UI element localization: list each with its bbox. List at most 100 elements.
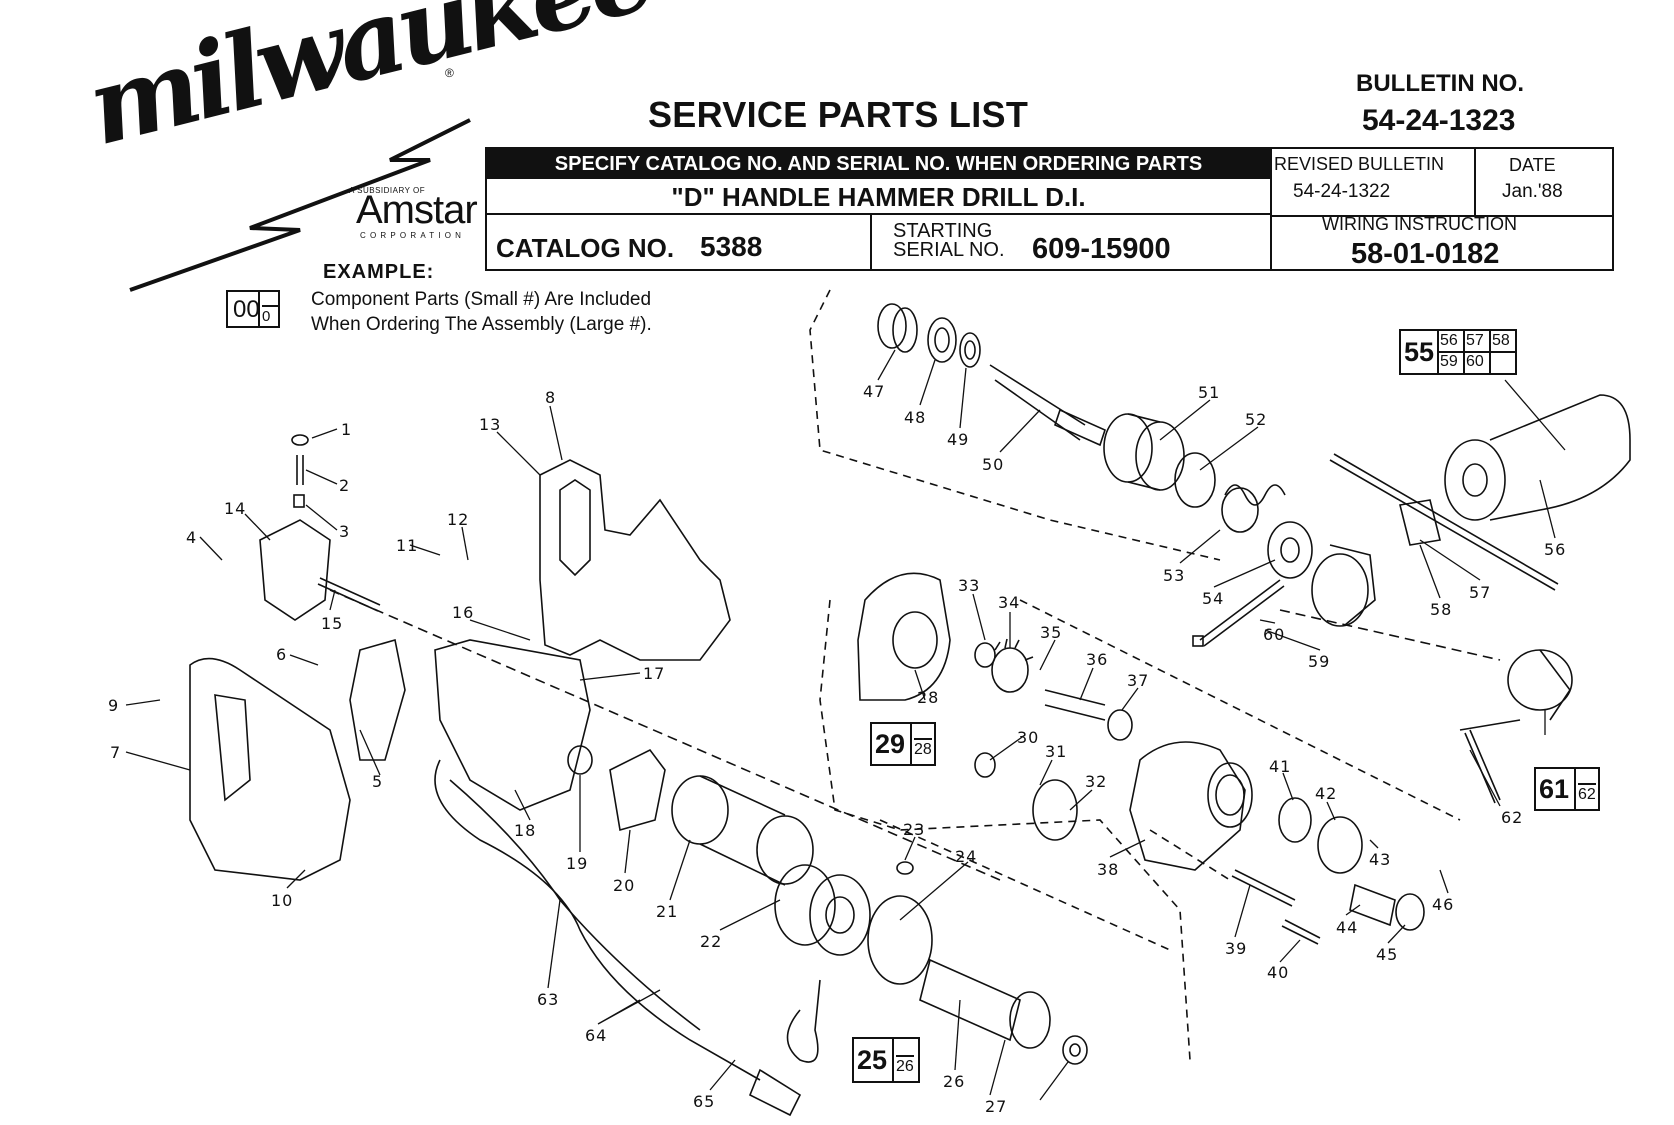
part-number: 64 bbox=[585, 1026, 608, 1045]
assembly-big-number: 61 bbox=[1539, 774, 1570, 804]
part-number: 37 bbox=[1127, 671, 1150, 690]
header-grid bbox=[485, 147, 1614, 271]
subsidiary-text: A SUBSIDIARY OF bbox=[349, 186, 426, 195]
part-number: 30 bbox=[1017, 728, 1040, 747]
part-number: 40 bbox=[1267, 963, 1290, 982]
part-number: 7 bbox=[110, 743, 122, 762]
catalog-label: CATALOG NO. bbox=[496, 233, 675, 263]
part-number: 19 bbox=[566, 854, 589, 873]
part-number: 14 bbox=[224, 499, 247, 518]
starting-label-line2: SERIAL NO. bbox=[893, 239, 1005, 261]
part-number: 5 bbox=[372, 772, 384, 791]
part-number: 1 bbox=[341, 420, 353, 439]
assembly-small-number: 57 bbox=[1466, 332, 1484, 349]
part-number: 22 bbox=[700, 932, 723, 951]
part-number: 9 bbox=[108, 696, 120, 715]
part-number: 43 bbox=[1369, 850, 1392, 869]
specify-notice: SPECIFY CATALOG NO. AND SERIAL NO. WHEN … bbox=[487, 149, 1270, 179]
part-number: 6 bbox=[276, 645, 288, 664]
assembly-small-number: 59 bbox=[1440, 353, 1458, 370]
example-small-number: 0 bbox=[262, 308, 271, 325]
part-number: 44 bbox=[1336, 918, 1359, 937]
part-number: 15 bbox=[321, 614, 344, 633]
assembly-box-61: 61 62 bbox=[1534, 767, 1600, 811]
part-number: 49 bbox=[947, 430, 970, 449]
part-number: 63 bbox=[537, 990, 560, 1009]
date-label: DATE bbox=[1509, 155, 1556, 175]
part-number: 54 bbox=[1202, 589, 1225, 608]
example-box bbox=[226, 290, 280, 328]
page-title: SERVICE PARTS LIST bbox=[648, 94, 1029, 135]
assembly-box-29: 29 28 bbox=[870, 722, 936, 766]
part-number: 8 bbox=[545, 388, 557, 407]
part-number: 3 bbox=[339, 522, 351, 541]
revised-bulletin-number: 54-24-1322 bbox=[1293, 181, 1391, 202]
part-number: 48 bbox=[904, 408, 927, 427]
part-number: 27 bbox=[985, 1097, 1008, 1116]
part-number: 52 bbox=[1245, 410, 1268, 429]
assembly-small-number: 60 bbox=[1466, 353, 1484, 370]
part-number: 60 bbox=[1263, 625, 1286, 644]
part-number: 59 bbox=[1308, 652, 1331, 671]
example-text-line1: Component Parts (Small #) Are Included bbox=[311, 289, 652, 310]
part-number: 13 bbox=[479, 415, 502, 434]
part-number: 42 bbox=[1315, 784, 1338, 803]
part-number: 38 bbox=[1097, 860, 1120, 879]
example-big-number: 00 bbox=[233, 296, 260, 323]
part-number: 23 bbox=[903, 820, 926, 839]
part-number: 4 bbox=[186, 528, 198, 547]
assembly-small-number: 56 bbox=[1440, 332, 1458, 349]
part-number: 10 bbox=[271, 891, 294, 910]
part-number: 39 bbox=[1225, 939, 1248, 958]
catalog-number: 5388 bbox=[700, 231, 763, 262]
part-number: 16 bbox=[452, 603, 475, 622]
part-number: 58 bbox=[1430, 600, 1453, 619]
part-number: 62 bbox=[1501, 808, 1524, 827]
part-number: 11 bbox=[396, 536, 419, 555]
part-number: 20 bbox=[613, 876, 636, 895]
starting-label-line1: STARTING bbox=[893, 220, 993, 242]
part-number: 34 bbox=[998, 593, 1021, 612]
part-number: 57 bbox=[1469, 583, 1492, 602]
assembly-box-55: 55 56 57 58 59 60 bbox=[1399, 329, 1517, 375]
part-number: 12 bbox=[447, 510, 470, 529]
part-number: 17 bbox=[643, 664, 666, 683]
part-number: 18 bbox=[514, 821, 537, 840]
part-number: 35 bbox=[1040, 623, 1063, 642]
part-number: 33 bbox=[958, 576, 981, 595]
wiring-instruction-label: WIRING INSTRUCTION bbox=[1322, 214, 1517, 234]
assembly-small-number: 58 bbox=[1492, 332, 1510, 349]
amstar-corporation: CORPORATION bbox=[360, 231, 466, 240]
assembly-small-number: 26 bbox=[896, 1058, 914, 1075]
assembly-small-number: 62 bbox=[1578, 786, 1596, 803]
part-number: 2 bbox=[339, 476, 351, 495]
part-number: 21 bbox=[656, 902, 679, 921]
part-number: 41 bbox=[1269, 757, 1292, 776]
bulletin-number: 54-24-1323 bbox=[1362, 104, 1516, 137]
part-number: 65 bbox=[693, 1092, 716, 1111]
registered-mark: ® bbox=[445, 66, 454, 80]
bulletin-label: BULLETIN NO. bbox=[1356, 70, 1524, 97]
part-number: 46 bbox=[1432, 895, 1455, 914]
part-number: 51 bbox=[1198, 383, 1221, 402]
part-number: 31 bbox=[1045, 742, 1068, 761]
part-number: 36 bbox=[1086, 650, 1109, 669]
wiring-instruction-number: 58-01-0182 bbox=[1351, 238, 1500, 270]
example-text-line2: When Ordering The Assembly (Large #). bbox=[311, 314, 652, 335]
assembly-big-number: 29 bbox=[875, 729, 906, 759]
part-number: 24 bbox=[955, 847, 978, 866]
product-name: "D" HANDLE HAMMER DRILL D.I. bbox=[671, 182, 1086, 212]
starting-serial-label: STARTING SERIAL NO. bbox=[893, 220, 1005, 261]
part-number: 56 bbox=[1544, 540, 1567, 559]
amstar-logo: Amstar bbox=[356, 188, 478, 232]
assembly-big-number: 25 bbox=[857, 1045, 888, 1075]
part-number: 45 bbox=[1376, 945, 1399, 964]
assembly-big-number: 55 bbox=[1404, 337, 1435, 367]
part-number: 32 bbox=[1085, 772, 1108, 791]
part-number: 26 bbox=[943, 1072, 966, 1091]
part-number: 53 bbox=[1163, 566, 1186, 585]
serial-number: 609-15900 bbox=[1032, 233, 1171, 265]
